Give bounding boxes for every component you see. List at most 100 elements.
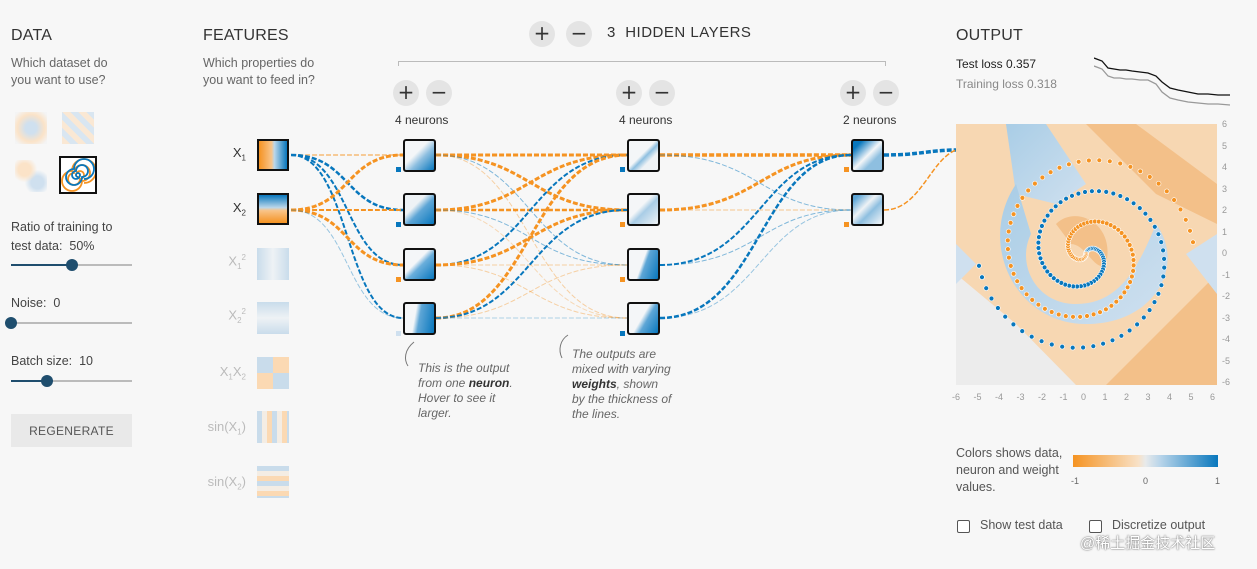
x-tick: -2 (1038, 392, 1047, 402)
data-point (1142, 210, 1149, 217)
noise-value: 0 (53, 296, 61, 310)
data-point (1126, 327, 1133, 334)
features-title: FEATURES (203, 27, 289, 44)
batch-slider[interactable] (11, 375, 132, 387)
feature-label-x2-squared: X22 (228, 307, 246, 325)
data-point (1063, 313, 1069, 319)
discretize-output-checkbox[interactable] (1089, 520, 1102, 533)
data-point (1097, 309, 1103, 315)
y-tick: -4 (1222, 334, 1231, 344)
data-point (1039, 174, 1046, 181)
data-point (1006, 254, 1012, 261)
data-point (1080, 344, 1086, 351)
data-point (1028, 334, 1035, 340)
note2-arrow (559, 334, 569, 359)
show-test-data-checkbox[interactable] (957, 520, 970, 533)
layer3-add-neuron-button[interactable]: + (840, 80, 866, 106)
dataset-gaussian-thumb[interactable] (15, 160, 47, 192)
neuron-l1-n2[interactable] (403, 193, 436, 226)
y-tick: 3 (1222, 183, 1228, 194)
add-layer-button[interactable]: + (529, 21, 555, 47)
dataset-xor-thumb[interactable] (62, 112, 94, 144)
layer2-add-neuron-button[interactable]: + (616, 80, 642, 106)
data-point (1056, 164, 1063, 171)
feature-sin-x2[interactable] (257, 466, 289, 498)
bias-marker (396, 222, 401, 227)
layer1-remove-neuron-button[interactable]: − (426, 80, 452, 106)
feature-label-x2: X2 (232, 200, 246, 218)
link (435, 208, 628, 267)
data-point (1161, 256, 1167, 262)
data-point (1122, 233, 1128, 240)
bias-marker (620, 277, 625, 282)
data-point (995, 305, 1001, 311)
data-point (1124, 196, 1130, 202)
dataset-spiral-thumb[interactable] (59, 156, 97, 194)
link (435, 209, 628, 319)
neuron-l1-n1[interactable] (403, 139, 436, 172)
data-point (1147, 174, 1153, 180)
data-point (1117, 160, 1123, 167)
training-loss: Training loss 0.318 (956, 77, 1057, 91)
noise-slider[interactable] (5, 317, 132, 329)
neuron-l1-n4[interactable] (403, 302, 436, 335)
data-point (1147, 217, 1154, 223)
neuron-l2-n4[interactable] (627, 302, 660, 335)
test-loss-line (1094, 57, 1230, 96)
data-point (1032, 180, 1038, 187)
data-point (1035, 245, 1042, 251)
neuron-l3-n2[interactable] (851, 193, 884, 226)
layer2-remove-neuron-button[interactable]: − (649, 80, 675, 106)
x-tick: 1 (1102, 392, 1108, 402)
neuron-l1-n3[interactable] (403, 248, 436, 281)
link (883, 149, 957, 211)
bias-marker (844, 222, 849, 227)
data-point (1042, 306, 1048, 312)
color-legend-bar (1073, 455, 1218, 467)
link (659, 209, 852, 319)
layer3-remove-neuron-button[interactable]: − (873, 80, 899, 106)
data-point (1151, 299, 1158, 305)
data-point (1005, 228, 1012, 235)
watermark: @稀土掘金技术社区 (1080, 535, 1216, 552)
data-point (1187, 228, 1193, 234)
data-point (1049, 341, 1055, 348)
feature-label-x1x2: X1X2 (219, 364, 246, 382)
data-point (1018, 285, 1025, 291)
layer1-add-neuron-button[interactable]: + (393, 80, 419, 106)
neuron-l2-n3[interactable] (627, 248, 660, 281)
feature-x1[interactable] (257, 139, 289, 171)
regenerate-button[interactable]: REGENERATE (11, 414, 132, 447)
data-point (1035, 302, 1042, 308)
data-point (1077, 314, 1083, 320)
data-point (1164, 188, 1170, 195)
feature-x1-squared[interactable] (257, 248, 289, 280)
feature-label-sin-x1: sin(X1) (207, 419, 246, 437)
data-point (1035, 239, 1042, 246)
feature-x2[interactable] (257, 193, 289, 225)
data-point (1130, 200, 1137, 207)
data-point (1047, 169, 1054, 175)
data-point (983, 285, 989, 291)
feature-x1x2[interactable] (257, 357, 289, 389)
link (290, 208, 404, 267)
neuron-l2-n1[interactable] (627, 139, 660, 172)
remove-layer-button[interactable]: − (566, 21, 592, 47)
test-loss-value: 0.357 (1006, 57, 1037, 71)
data-point (1044, 212, 1051, 219)
feature-sin-x1[interactable] (257, 411, 289, 443)
dataset-circle-thumb[interactable] (15, 112, 47, 144)
data-point (1130, 257, 1137, 263)
neuron-l2-n2[interactable] (627, 193, 660, 226)
data-title: DATA (11, 27, 53, 44)
spiral-data-points (976, 157, 1196, 351)
feature-x2-squared[interactable] (257, 302, 289, 334)
ratio-slider[interactable] (11, 259, 132, 271)
link (659, 153, 852, 212)
data-point (1075, 190, 1082, 197)
output-heatmap (956, 124, 1217, 385)
data-point (1057, 199, 1064, 205)
neuron-l3-n1[interactable] (851, 139, 884, 172)
data-point (1127, 279, 1133, 285)
